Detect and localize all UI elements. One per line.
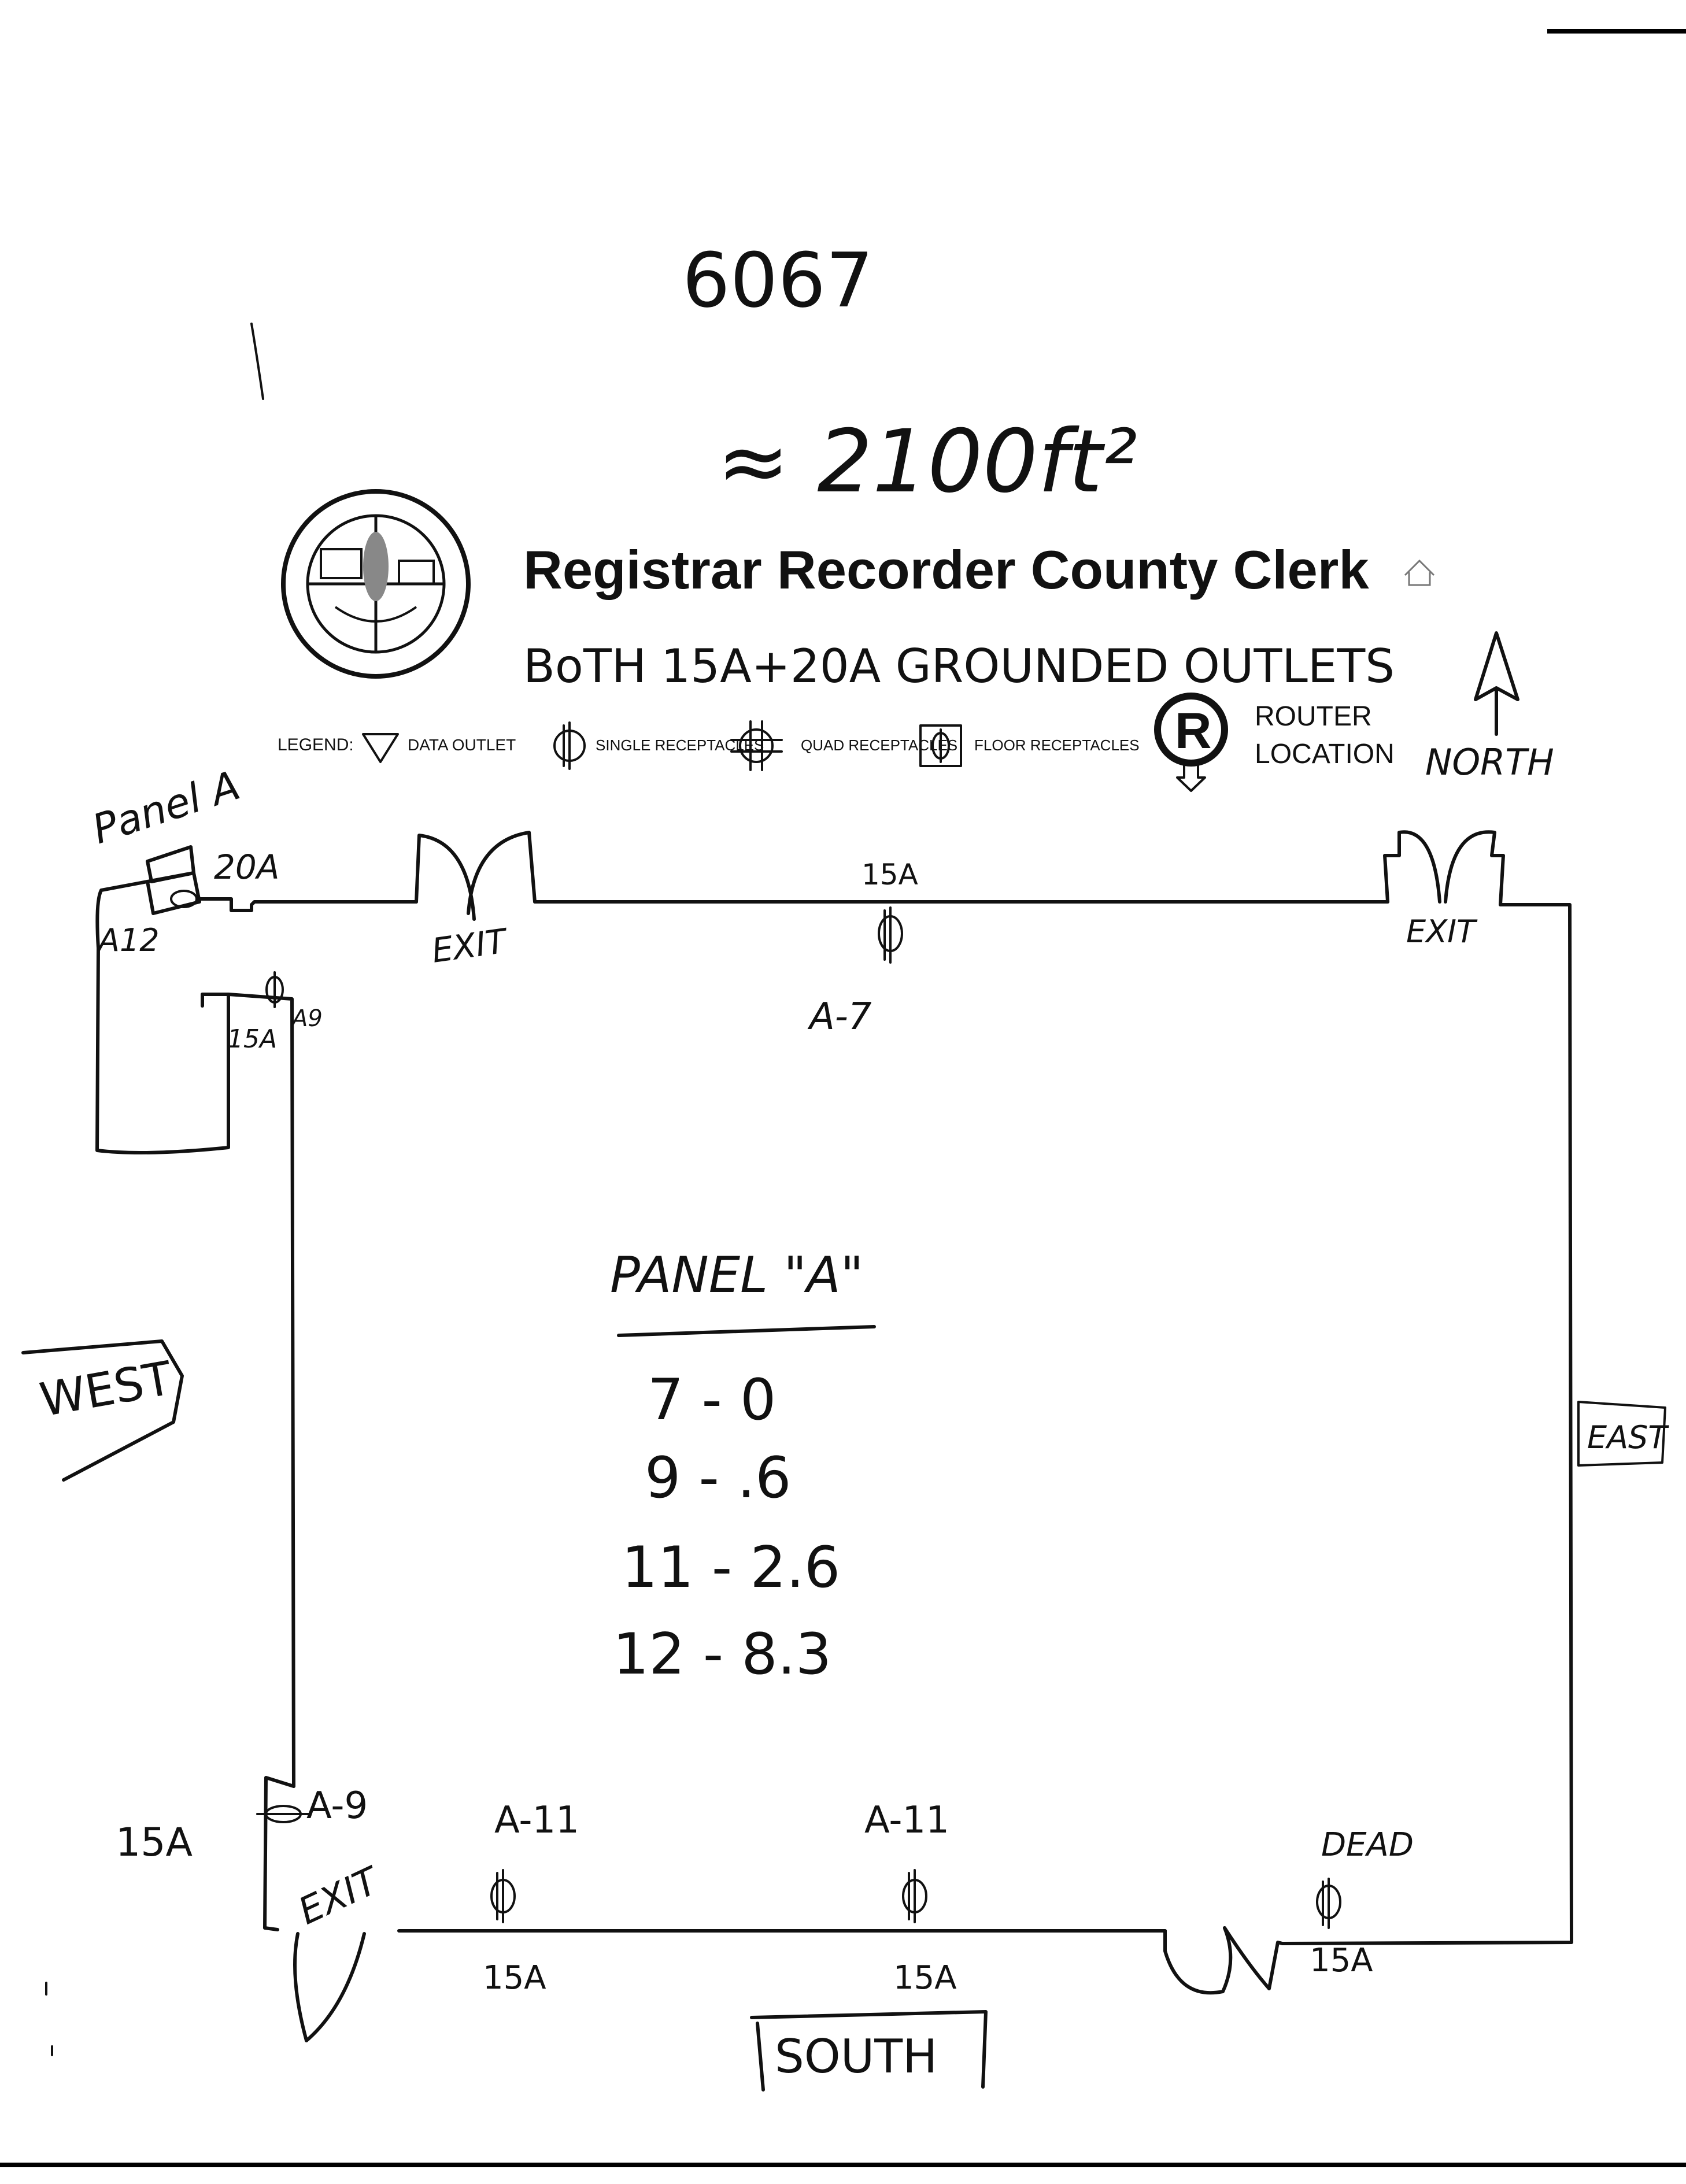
north-outlet-circuit: A-7 bbox=[807, 995, 872, 1038]
floor-receptacle-legend-item: FLOOR RECEPTACLES bbox=[919, 724, 1140, 767]
south-single-receptacle-icon-2 bbox=[902, 1869, 927, 1923]
sw-amp-label: 15A bbox=[116, 1820, 193, 1865]
org-name: Registrar Recorder County Clerk bbox=[523, 539, 1369, 600]
panel-label: Panel A bbox=[87, 761, 246, 853]
exit-label-ne: EXIT bbox=[1406, 913, 1478, 950]
legend-router-line2: LOCATION bbox=[1255, 739, 1395, 769]
county-seal-icon bbox=[281, 489, 471, 679]
exit-label-sw: EXIT bbox=[292, 1859, 387, 1933]
east-sign: EAST bbox=[1577, 1401, 1669, 1467]
exit-door-sw-icon bbox=[293, 1932, 366, 2042]
south-outlet-2: A-11 15A bbox=[864, 1799, 957, 1997]
legend-router-line1: ROUTER bbox=[1255, 701, 1372, 732]
panel-amp-label: 20A bbox=[214, 847, 279, 887]
router-icon: R bbox=[1154, 693, 1228, 792]
west-sign: WEST bbox=[21, 1339, 184, 1482]
south-outlet-1-amp: 15A bbox=[483, 1959, 546, 1997]
quad-receptacle-icon bbox=[730, 720, 783, 771]
panel-load-table: PANEL "A" 7 - 0 9 - .6 11 - 2.6 12 - 8.3 bbox=[610, 1246, 876, 1687]
plan-number: 6067 bbox=[682, 236, 874, 324]
floor-receptacle-icon bbox=[919, 724, 962, 767]
legend-text-quad: QUAD RECEPTACLES bbox=[801, 736, 957, 754]
data-outlet-legend-item: DATA OUTLET bbox=[362, 733, 516, 763]
south-outlet-2-amp: 15A bbox=[893, 1959, 957, 1997]
legend-text-data-outlet: DATA OUTLET bbox=[408, 736, 516, 754]
south-outlet-3-circuit: DEAD bbox=[1321, 1826, 1414, 1864]
area-estimate: ≈ 2100ft² bbox=[717, 412, 1137, 512]
single-receptacle-icon bbox=[553, 721, 586, 770]
south-outlet-3-amp: 15A bbox=[1310, 1942, 1373, 1979]
south-outlet-2-circuit: A-11 bbox=[864, 1799, 949, 1842]
exit-label-nw: EXIT bbox=[429, 921, 511, 971]
south-single-receptacle-icon-1 bbox=[490, 1869, 516, 1923]
south-outlet-1-circuit: A-11 bbox=[494, 1799, 579, 1842]
south-single-receptacle-icon-3 bbox=[1316, 1878, 1341, 1929]
outlet-note: BoTH 15A+20A GROUNDED OUTLETS bbox=[523, 639, 1395, 693]
single-receptacle-legend-item: SINGLE RECEPTACLES bbox=[553, 721, 764, 770]
small-receptacle-icon bbox=[265, 971, 284, 1008]
west-label: WEST bbox=[36, 1351, 176, 1427]
panel-circuit-label: A12 bbox=[97, 922, 160, 958]
north-arrow-icon bbox=[1474, 631, 1519, 736]
south-sign: SOUTH bbox=[750, 2010, 988, 2092]
panel-table-title: PANEL "A" bbox=[610, 1246, 863, 1304]
south-outlet-3: DEAD 15A bbox=[1310, 1826, 1414, 1979]
north-single-receptacle-icon bbox=[878, 906, 903, 964]
sw-circuit-label: A-9 bbox=[306, 1785, 368, 1827]
east-label: EAST bbox=[1587, 1419, 1669, 1456]
sw-receptacle-icon bbox=[256, 1805, 310, 1823]
router-legend-item: R ROUTER LOCATION bbox=[1154, 693, 1395, 792]
south-outlet-1: A-11 15A bbox=[483, 1799, 579, 1997]
room-walls bbox=[198, 897, 1573, 1945]
exit-door-south-icon bbox=[1163, 1926, 1284, 1995]
router-letter: R bbox=[1175, 702, 1212, 759]
electrical-panel-icon bbox=[146, 845, 201, 915]
north-outlet-amp: 15A bbox=[862, 858, 918, 891]
quad-receptacle-legend-item: QUAD RECEPTACLES bbox=[730, 720, 957, 771]
small-amp-label: 15A bbox=[227, 1024, 277, 1054]
panel-row-4: 12 - 8.3 bbox=[613, 1622, 831, 1687]
north-label: NORTH bbox=[1425, 741, 1554, 783]
panel-row-1: 7 - 0 bbox=[648, 1367, 776, 1433]
small-circuit-label: A9 bbox=[290, 1005, 323, 1032]
legend-label: LEGEND: bbox=[278, 735, 354, 754]
panel-row-2: 9 - .6 bbox=[645, 1445, 792, 1511]
south-label: SOUTH bbox=[775, 2030, 937, 2083]
legend-text-floor: FLOOR RECEPTACLES bbox=[974, 736, 1140, 754]
exit-door-nw-icon bbox=[415, 831, 537, 921]
home-icon bbox=[1404, 559, 1435, 586]
panel-row-3: 11 - 2.6 bbox=[622, 1535, 840, 1601]
triangle-down-icon bbox=[362, 733, 399, 763]
exit-door-ne-icon bbox=[1383, 830, 1505, 906]
